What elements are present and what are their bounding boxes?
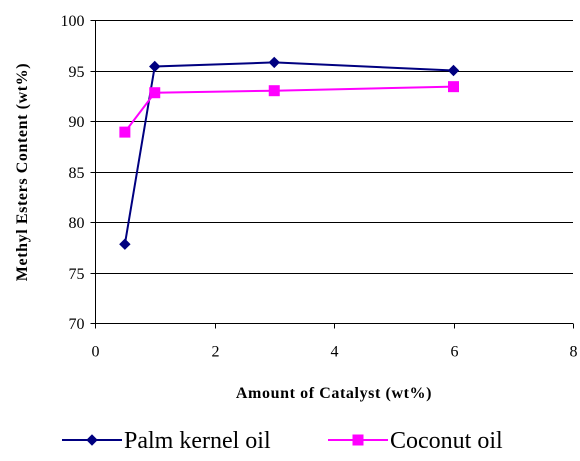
x-tick-label-6: 6 [451, 344, 459, 361]
legend-marker-1 [352, 434, 364, 446]
legend-label-0: Palm kernel oil [124, 428, 271, 454]
series-line-0 [123, 61, 454, 245]
y-tick-label-100: 100 [61, 13, 85, 30]
legend-marker-0 [86, 434, 98, 446]
x-tick-label-4: 4 [331, 344, 339, 361]
y-tick-label-85: 85 [69, 165, 85, 182]
grid-lines [95, 20, 573, 274]
data-point-1-3 [448, 81, 459, 93]
legend: Palm kernel oil Coconut oil [62, 428, 503, 454]
x-tick-label-2: 2 [212, 344, 220, 361]
data-point-0-2 [268, 56, 280, 69]
data-point-0-3 [447, 64, 460, 77]
data-point-1-0 [119, 126, 131, 138]
y-axis-title: Methyl Esters Content (wt%) [14, 63, 31, 281]
data-point-1-2 [268, 85, 280, 97]
y-tick-label-70: 70 [69, 316, 85, 333]
legend-label-1: Coconut oil [390, 428, 503, 454]
tick-labels: 70 75 80 85 90 95 100 0 2 4 6 8 [61, 13, 578, 361]
series-group [119, 56, 460, 250]
series-line-1 [124, 85, 454, 133]
x-tick-label-0: 0 [92, 344, 100, 361]
x-tick-label-8: 8 [570, 344, 578, 361]
y-tick-label-75: 75 [69, 266, 85, 283]
data-point-1-1 [149, 87, 161, 99]
data-point-0-1 [149, 60, 161, 73]
y-tick-label-90: 90 [69, 114, 85, 131]
x-axis-title: Amount of Catalyst (wt%) [236, 385, 432, 402]
y-tick-label-80: 80 [69, 215, 85, 232]
data-point-0-0 [119, 238, 131, 250]
y-tick-label-95: 95 [69, 64, 85, 81]
axes [90, 20, 574, 329]
